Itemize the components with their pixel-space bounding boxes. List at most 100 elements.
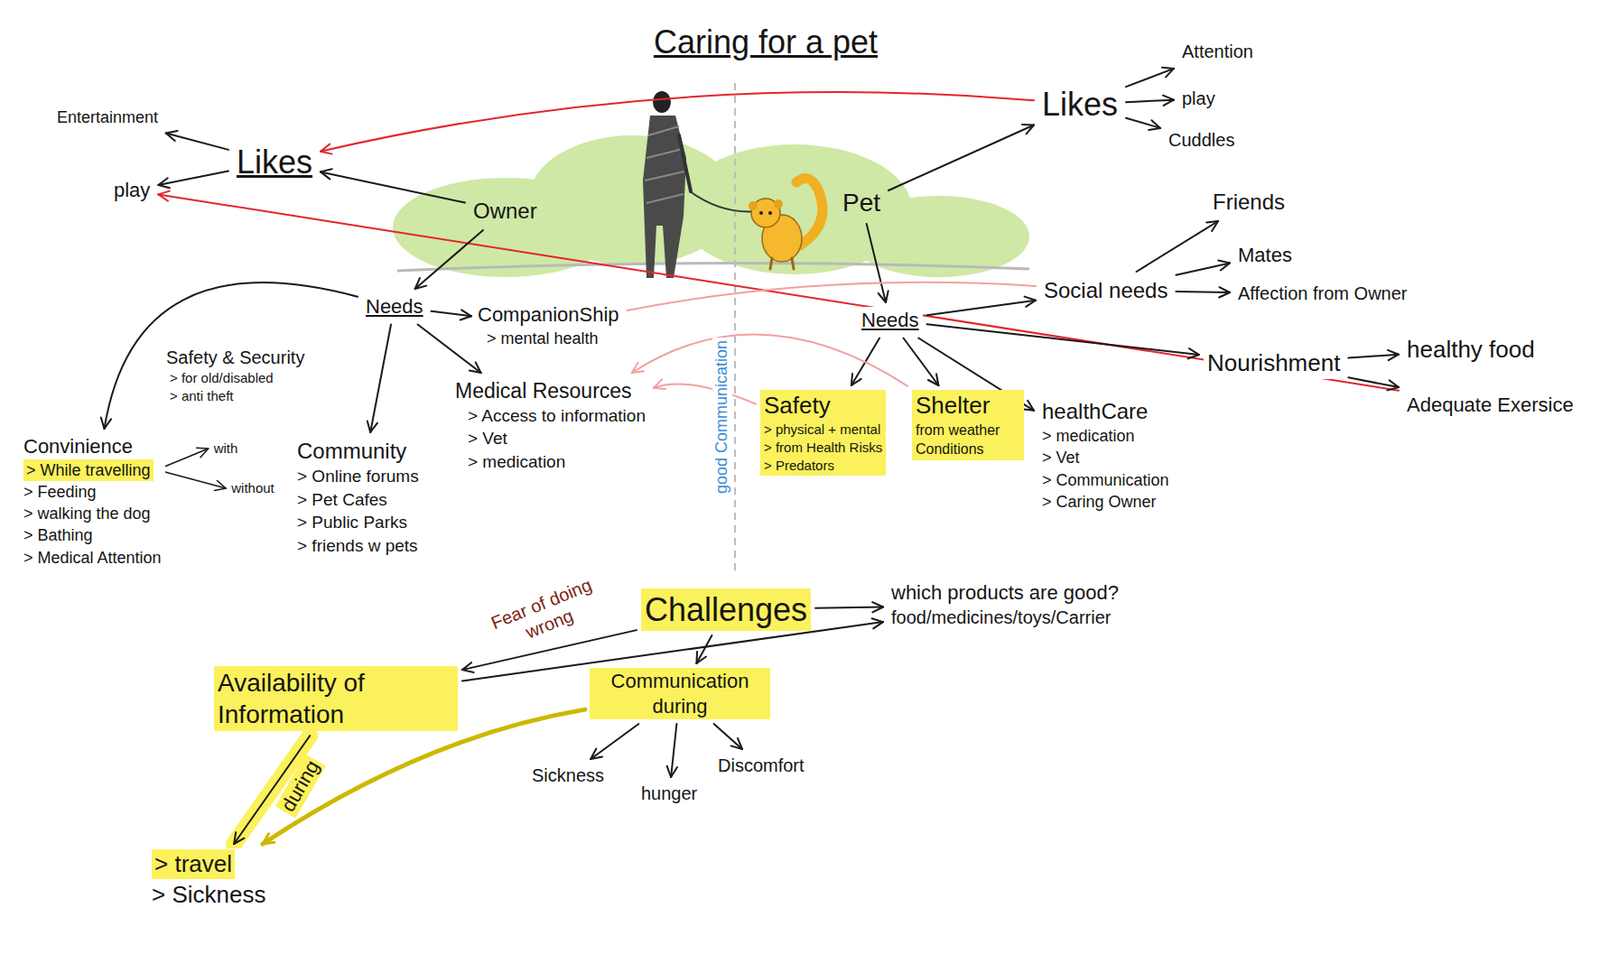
- node-item: > Pet Cafes: [297, 488, 419, 512]
- connector-line: [1125, 68, 1174, 87]
- node-heading: Discomfort: [717, 754, 805, 778]
- node-heading: healthy food: [1406, 334, 1535, 365]
- arrow-head: [872, 618, 884, 623]
- mind-map-node: Attention: [1178, 39, 1257, 65]
- connector-line: [653, 384, 756, 405]
- connector: [866, 223, 889, 303]
- node-heading: play: [1181, 87, 1216, 111]
- mind-map-node: Communication during: [589, 668, 771, 720]
- connector-line: [1136, 221, 1219, 272]
- arrow-head: [653, 379, 662, 388]
- connector-line: [415, 230, 484, 289]
- arrow-head: [370, 423, 378, 433]
- arrow-head: [1389, 380, 1399, 388]
- connector-line: [590, 724, 639, 760]
- node-heading: Friends: [1212, 188, 1285, 216]
- connector-line: [903, 338, 940, 387]
- mind-map-node: healthCare> medication> Vet> Communicati…: [1038, 397, 1173, 514]
- edge-label: Fear of doing wrong: [475, 568, 614, 659]
- arrow-head: [1162, 67, 1174, 69]
- leader-arrow: [157, 470, 227, 492]
- arrow-head: [158, 194, 168, 201]
- connector: [627, 282, 1037, 311]
- arrow-head: [695, 651, 698, 664]
- mind-map-node: healthy food: [1403, 334, 1539, 366]
- mind-map-node: Discomfort: [714, 753, 809, 779]
- connector: [158, 171, 229, 189]
- connector: [101, 282, 358, 429]
- connector: [590, 724, 639, 760]
- arrow-head: [1218, 287, 1230, 293]
- arrow-head: [367, 420, 371, 433]
- connector-line: [320, 92, 1034, 152]
- mind-map-node: Mates: [1234, 241, 1296, 270]
- connector-line: [866, 223, 886, 303]
- arrow-head: [851, 379, 862, 386]
- connector: [653, 379, 756, 404]
- mind-map-node: Needs: [362, 293, 428, 321]
- arrow-head: [731, 745, 744, 750]
- mind-map-node: Convinience> While travelling> Feeding> …: [19, 433, 166, 570]
- note-label: good Communication: [712, 337, 733, 497]
- connector-line: [632, 334, 908, 387]
- node-heading: Safety & Security: [166, 346, 305, 370]
- node-heading: Adequate Exersice: [1406, 392, 1574, 419]
- node-heading: Needs: [861, 307, 920, 334]
- pet-eye: [768, 211, 773, 215]
- ground-line: [397, 262, 1030, 271]
- connector-line: [1125, 100, 1174, 103]
- node-heading: play: [113, 177, 150, 204]
- arrow-head: [885, 290, 889, 303]
- connector: [927, 297, 1036, 317]
- connector-line: [158, 194, 1399, 391]
- node-item: food/medicines/toys/Carrier: [891, 605, 1119, 631]
- connector: [903, 338, 940, 387]
- arrow-head: [667, 766, 671, 778]
- mind-map-node: Pet: [838, 186, 884, 220]
- arrow-head: [462, 669, 475, 673]
- arrow-head: [1163, 100, 1174, 106]
- node-item: > mental health: [477, 327, 620, 350]
- arrow-head: [233, 832, 236, 845]
- mind-map-node: Entertainment: [53, 106, 162, 130]
- arrow-head: [878, 293, 886, 303]
- leash: [689, 191, 759, 213]
- connector-line: [1175, 290, 1230, 294]
- node-heading: Safety: [763, 390, 883, 421]
- mind-map-node: Challenges: [641, 588, 811, 632]
- connector-line: [627, 282, 1037, 311]
- node-heading: hunger: [641, 782, 698, 806]
- connector-line: [815, 607, 884, 609]
- arrow-head: [1022, 123, 1034, 126]
- node-heading: Availability of Information: [217, 667, 455, 731]
- node-heading: Pet: [842, 186, 881, 219]
- node-heading: Sickness: [531, 764, 605, 788]
- node-item: > Vet: [455, 427, 646, 451]
- node-item: > Public Parks: [297, 511, 419, 535]
- connector-line: [1175, 262, 1230, 275]
- connector-line: [927, 324, 1200, 355]
- arrow-head: [696, 657, 707, 665]
- arrow-head: [214, 488, 227, 492]
- arrow-head: [104, 418, 112, 429]
- connector-line: [670, 724, 677, 778]
- mind-map-node: Shelterfrom weather Conditions: [911, 390, 1024, 461]
- mind-map-node: Needs: [857, 306, 923, 335]
- arrow-head: [1151, 120, 1161, 129]
- arrow-head: [1211, 221, 1219, 232]
- mind-map-node: Adequate Exersice: [1403, 391, 1578, 419]
- arrow-head: [461, 309, 472, 317]
- node-item: > While travelling: [23, 459, 154, 482]
- arrow-head: [101, 418, 105, 430]
- arrow-head: [1024, 297, 1036, 301]
- mind-map-node: Availability of Information: [213, 666, 458, 732]
- node-item: > Predators: [763, 456, 883, 475]
- connector: [158, 191, 1399, 391]
- arrow-head: [320, 144, 330, 152]
- arrow-head: [1026, 125, 1034, 135]
- arrow-head: [873, 622, 884, 629]
- connector: [1125, 118, 1161, 131]
- connector-line: [166, 133, 229, 150]
- node-heading: Social needs: [1043, 277, 1168, 305]
- arrow-head: [158, 177, 168, 186]
